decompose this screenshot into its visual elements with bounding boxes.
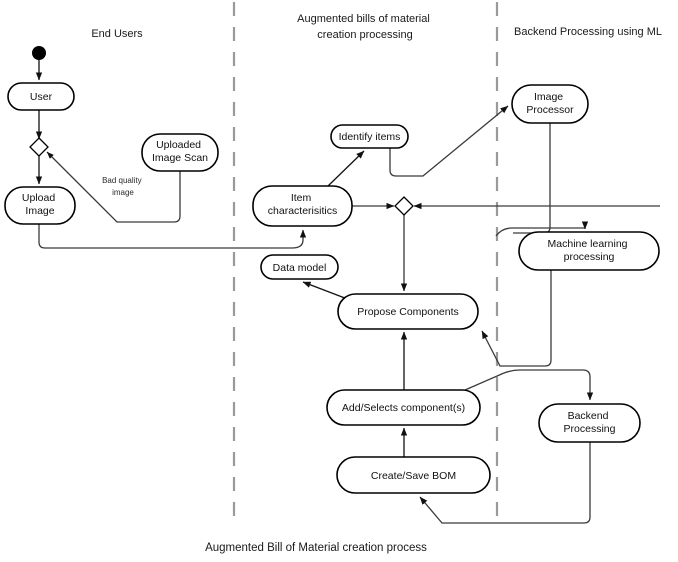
- node-user[interactable]: User: [7, 82, 75, 111]
- node-item-characterisitics[interactable]: Item characterisitics: [252, 185, 353, 227]
- node-data-model[interactable]: Data model: [260, 254, 339, 280]
- svg-text:User: User: [30, 91, 53, 103]
- lane-title-end-users: End Users: [91, 28, 143, 40]
- node-uploaded-image-scan[interactable]: Uploaded Image Scan: [141, 133, 219, 172]
- edge-propose-components-to-data-model: [302, 281, 351, 301]
- svg-text:Backend Processing: Backend Processing: [564, 410, 616, 435]
- node-upload-image[interactable]: Upload Image: [4, 186, 76, 225]
- swimlane-titles: End Users Augmented bills of material cr…: [91, 13, 662, 41]
- svg-text:Add/Selects component(s): Add/Selects component(s): [342, 402, 465, 414]
- svg-text:Uploaded Image Scan: Uploaded Image Scan: [152, 139, 208, 164]
- merge-node-upload: [29, 137, 49, 157]
- node-machine-learning-processing[interactable]: Machine learning processing: [518, 231, 660, 271]
- initial-node: [32, 46, 46, 60]
- swimlane-dividers: [232, 2, 499, 520]
- node-image-processor[interactable]: Image Processor: [511, 84, 589, 124]
- node-create-save-bom[interactable]: Create/Save BOM: [336, 456, 491, 494]
- edge-uploaded-scan-to-merge-bad-quality: [46, 151, 181, 223]
- svg-text:Upload Image: Upload Image: [22, 192, 58, 217]
- lane-title-abom-processing: Augmented bills of material creation pro…: [297, 13, 433, 41]
- edge-identify-items-to-image-processor: [389, 105, 509, 177]
- edge-upload-image-to-item-characterisitics: [38, 224, 307, 249]
- svg-text:Data model: Data model: [273, 262, 327, 274]
- diagram-caption: Augmented Bill of Material creation proc…: [205, 542, 427, 554]
- svg-text:Create/Save BOM: Create/Save BOM: [371, 470, 456, 482]
- node-add-selects-components[interactable]: Add/Selects component(s): [326, 389, 481, 426]
- edge-add-selects-to-backend-processing: [464, 369, 594, 401]
- svg-text:Machine learning pro: Machine learning processing: [548, 238, 631, 263]
- svg-text:Identify items: Identify items: [339, 131, 401, 143]
- edge-item-characterisitics-to-identify-items: [327, 150, 365, 187]
- edge-image-processor-elbow-to-ml: [495, 221, 589, 237]
- diagram-nodes: User Upload Image Uploaded Image Scan: [4, 46, 660, 494]
- svg-text:Propose Components: Propose Components: [357, 306, 459, 318]
- edge-label-bad-quality-image: Bad quality image: [102, 176, 144, 197]
- edge-machine-learning-to-propose-components: [481, 270, 552, 367]
- node-backend-processing[interactable]: Backend Processing: [538, 403, 641, 443]
- lane-title-backend-ml: Backend Processing using ML: [514, 26, 662, 38]
- node-identify-items[interactable]: Identify items: [330, 124, 409, 149]
- edge-image-processor-to-machine-learning: [513, 123, 551, 234]
- merge-node-center: [394, 196, 414, 216]
- svg-text:Image Processor: Image Processor: [526, 91, 574, 116]
- edge-backend-processing-to-create-save-bom: [419, 442, 591, 524]
- svg-text:Item characterisitic: Item characterisitics: [268, 192, 337, 217]
- node-propose-components[interactable]: Propose Components: [337, 293, 479, 330]
